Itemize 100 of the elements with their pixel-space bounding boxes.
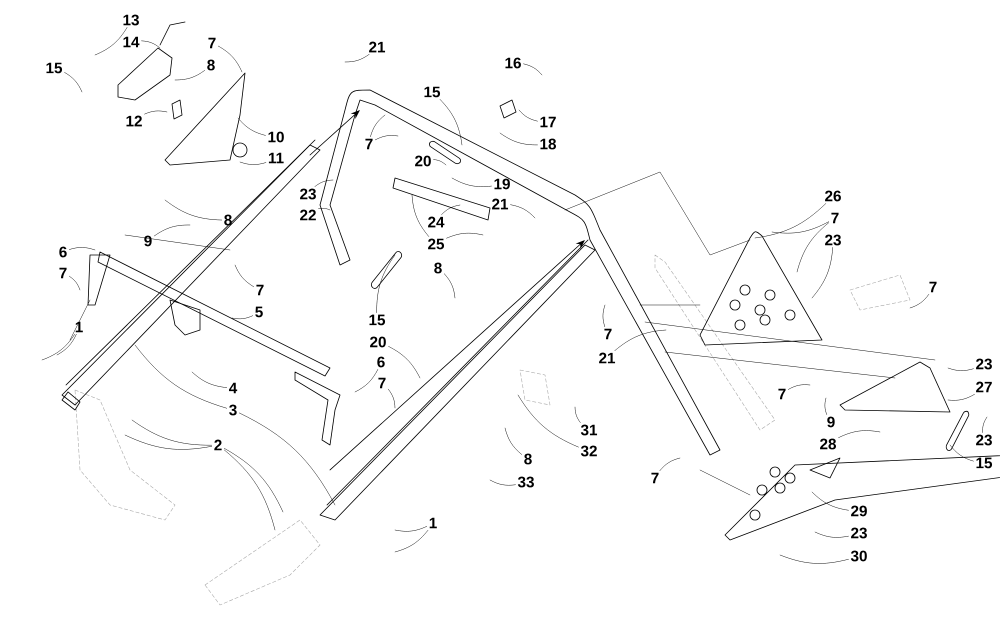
callout-number: 5 bbox=[255, 306, 263, 318]
leader-line bbox=[574, 406, 581, 423]
leader-line bbox=[660, 458, 680, 471]
leader-line bbox=[144, 110, 168, 114]
callout-number: 23 bbox=[851, 528, 867, 538]
callout-number: 22 bbox=[300, 210, 316, 220]
callout-number: 33 bbox=[518, 476, 534, 488]
callout-number: 3 bbox=[229, 404, 237, 416]
leader-line bbox=[412, 194, 430, 237]
callout-number: 1 bbox=[76, 322, 83, 332]
leader-line bbox=[141, 40, 160, 48]
leader-line bbox=[433, 159, 446, 166]
leader-line bbox=[523, 64, 542, 76]
leader-line bbox=[192, 372, 228, 388]
callout-number: 23 bbox=[976, 434, 992, 446]
callout-number: 25 bbox=[428, 238, 444, 250]
leader-line bbox=[234, 264, 254, 288]
callout-number: 20 bbox=[415, 156, 431, 166]
leader-line bbox=[154, 224, 190, 236]
callout-number: 15 bbox=[370, 314, 386, 326]
leader-line bbox=[446, 232, 484, 238]
leader-line bbox=[602, 304, 606, 327]
leader-line bbox=[824, 398, 828, 415]
callout-number: 27 bbox=[976, 382, 992, 392]
callout-number: 11 bbox=[268, 152, 284, 164]
callout-number: 12 bbox=[126, 116, 142, 126]
callout-number: 15 bbox=[976, 458, 992, 468]
leader-line bbox=[388, 346, 420, 378]
leader-line bbox=[948, 394, 975, 401]
callout-number: 21 bbox=[599, 352, 616, 364]
leader-line bbox=[69, 247, 96, 250]
callout-number: 29 bbox=[851, 506, 867, 516]
leader-line bbox=[224, 450, 276, 530]
callout-number: 7 bbox=[378, 378, 386, 388]
callout-number: 23 bbox=[976, 358, 992, 370]
callout-number: 23 bbox=[300, 188, 316, 200]
callout-number: 21 bbox=[369, 42, 386, 52]
callout-number: 9 bbox=[827, 416, 835, 428]
leader-line bbox=[238, 118, 266, 136]
leader-line bbox=[780, 554, 849, 564]
leader-line bbox=[370, 114, 386, 137]
leader-line bbox=[440, 99, 462, 146]
callout-number: 28 bbox=[820, 438, 836, 450]
callout-number: 16 bbox=[506, 58, 521, 68]
callout-number: 7 bbox=[365, 138, 373, 150]
callout-number: 8 bbox=[207, 60, 215, 70]
callout-number: 21 bbox=[492, 198, 508, 210]
leader-line bbox=[124, 434, 212, 450]
leader-line bbox=[788, 384, 810, 390]
callout-number: 7 bbox=[929, 282, 937, 292]
leader-line bbox=[56, 334, 77, 356]
leader-line bbox=[510, 204, 536, 218]
leader-line bbox=[64, 72, 82, 92]
leader-line bbox=[910, 294, 930, 308]
callout-number: 13 bbox=[124, 14, 139, 26]
leader-line bbox=[218, 46, 242, 72]
leader-line bbox=[452, 178, 492, 187]
leader-line bbox=[314, 180, 334, 187]
leader-line bbox=[812, 492, 849, 510]
leader-line bbox=[948, 368, 974, 371]
callout-number: 15 bbox=[46, 62, 62, 74]
callout-number: 19 bbox=[494, 178, 510, 190]
leader-line bbox=[174, 70, 206, 80]
leader-line bbox=[796, 222, 829, 272]
leader-line bbox=[441, 204, 460, 215]
callout-number: 7 bbox=[604, 328, 612, 340]
leader-line bbox=[354, 369, 378, 392]
callout-number: 4 bbox=[229, 382, 238, 394]
leader-line bbox=[504, 428, 522, 455]
callout-number: 7 bbox=[831, 212, 839, 224]
leader-line bbox=[375, 135, 398, 140]
leader-line bbox=[239, 412, 336, 506]
leader-line bbox=[772, 221, 829, 234]
callout-number: 6 bbox=[377, 356, 385, 368]
callout-number: 31 bbox=[580, 424, 598, 436]
callout-number: 1 bbox=[430, 518, 437, 528]
leader-line bbox=[344, 54, 370, 62]
callout-number: 7 bbox=[651, 472, 659, 484]
leader-line bbox=[814, 532, 849, 538]
callout-number: 7 bbox=[59, 268, 67, 278]
callout-number: 10 bbox=[268, 132, 284, 142]
leader-line bbox=[754, 203, 826, 238]
leader-line bbox=[164, 200, 222, 220]
callout-number: 18 bbox=[540, 138, 556, 150]
callout-number: 7 bbox=[256, 284, 264, 296]
callout-number: 8 bbox=[224, 214, 232, 226]
leader-line bbox=[232, 315, 254, 320]
callout-number: 23 bbox=[825, 234, 841, 246]
callout-number: 20 bbox=[370, 336, 386, 348]
leader-line bbox=[394, 526, 427, 532]
leader-line bbox=[394, 530, 428, 552]
callout-number: 8 bbox=[524, 454, 532, 464]
callout-number: 24 bbox=[428, 216, 444, 228]
leader-line bbox=[69, 276, 80, 290]
callout-number: 8 bbox=[434, 262, 442, 274]
leader-line bbox=[94, 27, 128, 56]
leader-line bbox=[388, 388, 396, 408]
callout-number: 30 bbox=[850, 550, 867, 562]
leader-line bbox=[838, 430, 880, 438]
leader-line bbox=[950, 444, 974, 462]
